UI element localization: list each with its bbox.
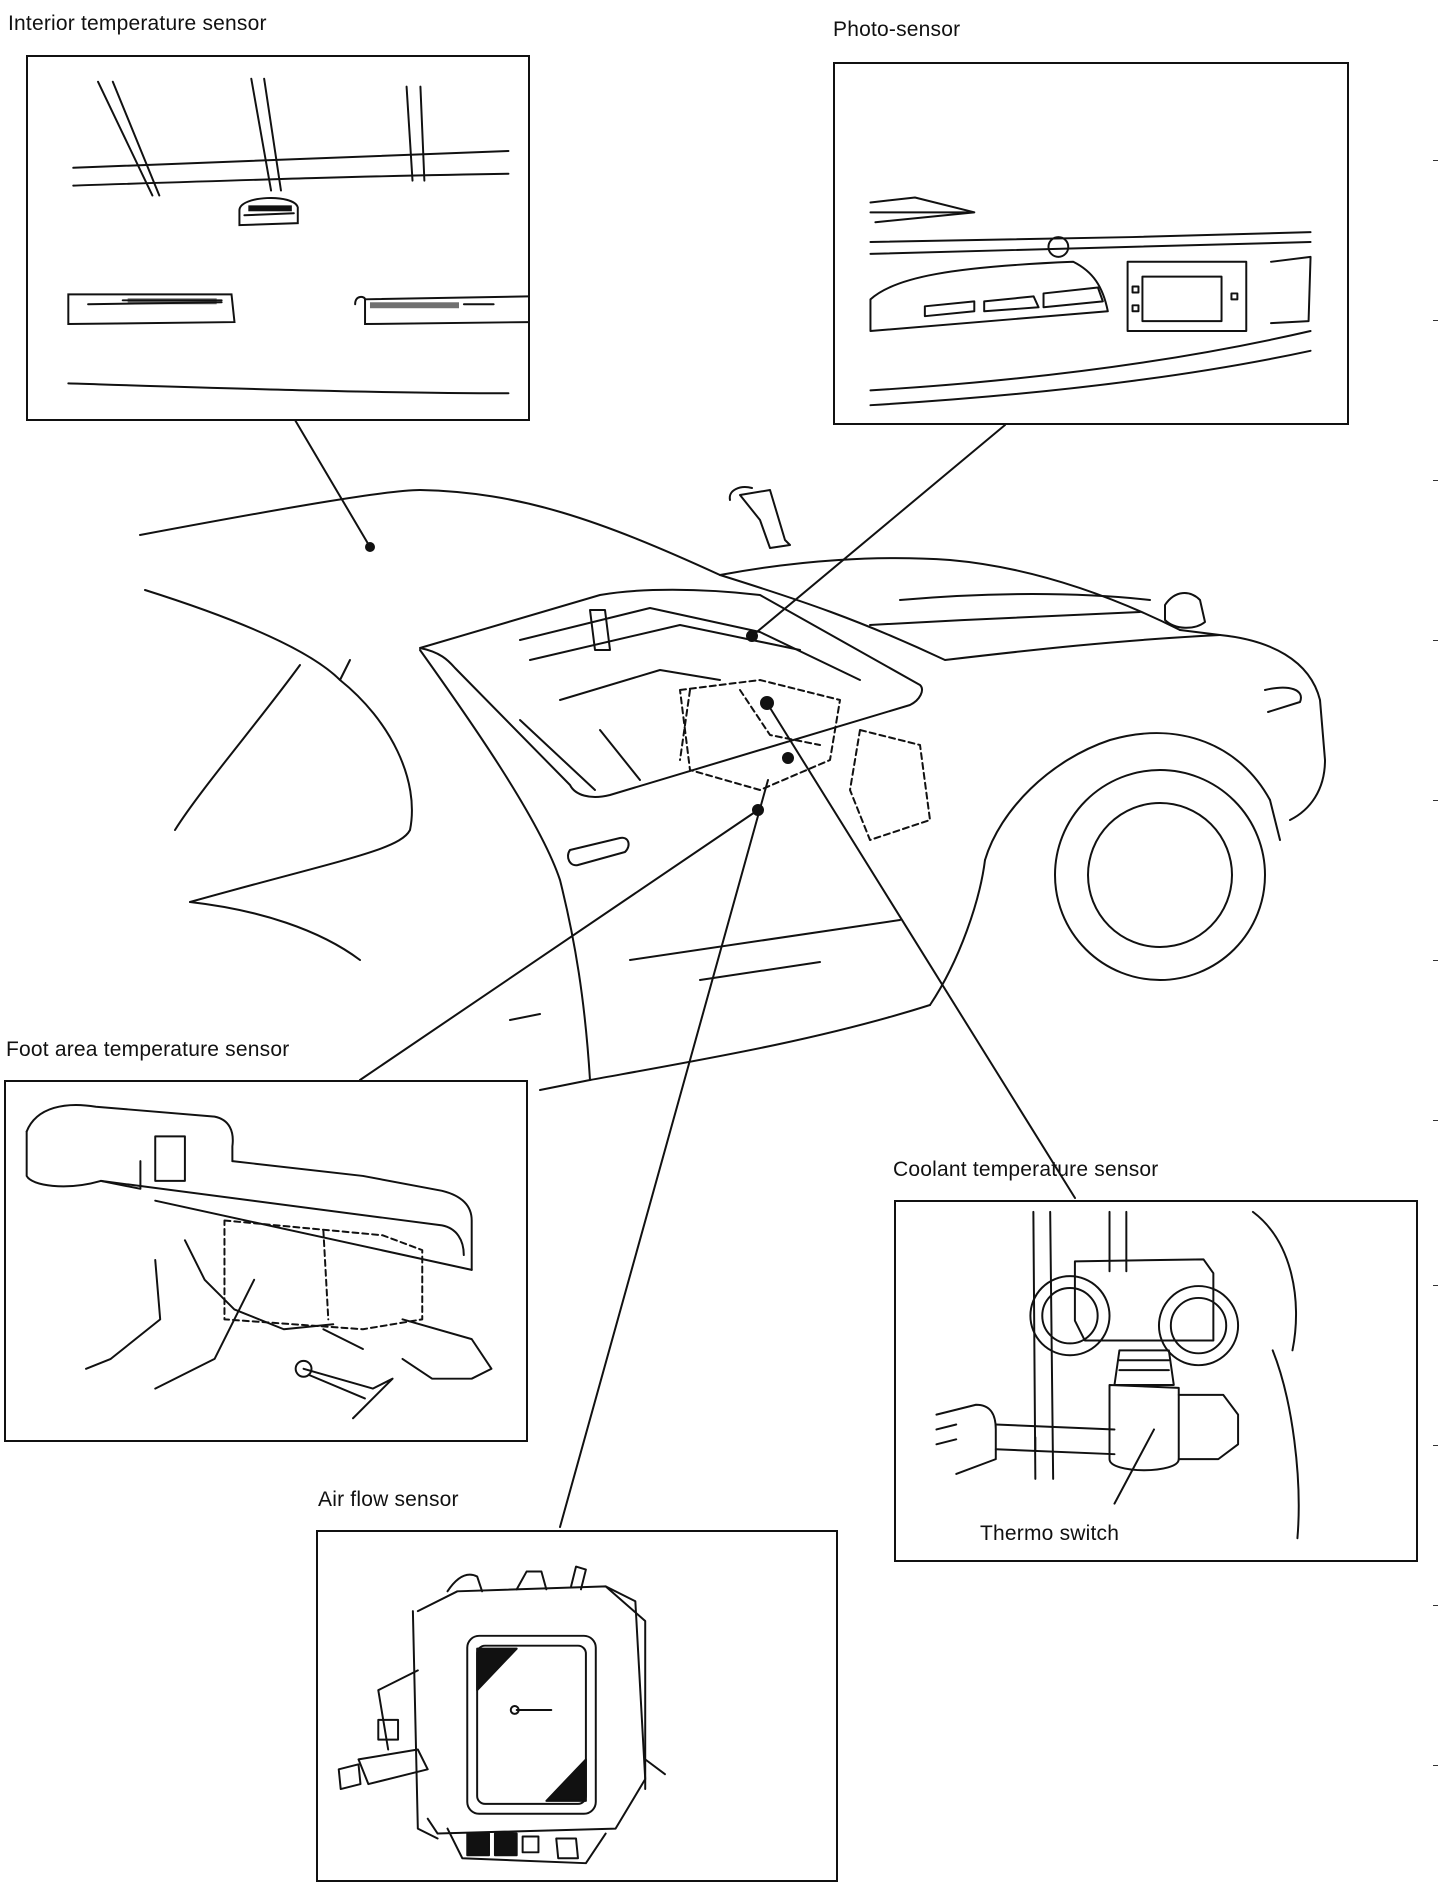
- edge-tick: [1433, 640, 1438, 641]
- thermo-switch-label: Thermo switch: [980, 1522, 1120, 1545]
- edge-tick: [1433, 800, 1438, 801]
- photo-sensor-label: Photo-sensor: [833, 18, 961, 41]
- interior-temperature-sensor-label: Interior temperature sensor: [8, 12, 267, 35]
- foot-sensor-icon: [294, 1359, 313, 1378]
- edge-tick: [1433, 160, 1438, 161]
- leader-interior: [294, 419, 371, 548]
- door-line: [419, 649, 591, 1081]
- air-flow-sensor-window: [476, 1644, 587, 1805]
- air-flow-sensor-panel: [316, 1530, 838, 1882]
- photo-sensor-drawing: [869, 196, 1312, 407]
- car-roof-line: [139, 489, 721, 576]
- interior-sensor-icon: [238, 197, 299, 227]
- quarter-window: [144, 589, 413, 903]
- coolant-sensor-drawing: [935, 1210, 1300, 1540]
- coolant-pipe-right: [1157, 1285, 1240, 1367]
- leader-photo: [751, 424, 1006, 637]
- front-wheel: [1054, 769, 1266, 981]
- wheel-arch: [984, 732, 1271, 861]
- side-mirror: [739, 489, 791, 549]
- car-hood-line: [719, 574, 1221, 661]
- photo-sensor-panel: [833, 62, 1349, 425]
- edge-tick: [1433, 480, 1438, 481]
- air-flow-sensor-label: Air flow sensor: [318, 1488, 459, 1511]
- coolant-pipe-left: [1029, 1275, 1111, 1357]
- leader-airflow: [559, 779, 769, 1528]
- leader-foot: [359, 809, 759, 1081]
- interior-sensor-drawing: [67, 77, 528, 395]
- coolant-temperature-sensor-panel: Thermo switch: [894, 1200, 1418, 1562]
- leader-coolant: [766, 702, 1076, 1199]
- edge-tick: [1433, 1445, 1438, 1446]
- interior-temperature-sensor-panel: [26, 55, 530, 421]
- edge-tick: [1433, 1285, 1438, 1286]
- air-flow-sensor-drawing: [337, 1565, 666, 1865]
- edge-tick: [1433, 320, 1438, 321]
- edge-tick: [1433, 960, 1438, 961]
- edge-tick: [1433, 1120, 1438, 1121]
- edge-tick: [1433, 1765, 1438, 1766]
- windshield: [419, 588, 923, 798]
- photo-sensor-icon: [1047, 236, 1070, 258]
- foot-area-sensor-drawing: [25, 1104, 493, 1420]
- foot-area-temperature-sensor-panel: [4, 1080, 528, 1442]
- edge-tick: [1433, 1605, 1438, 1606]
- thermo-switch-icon: [1108, 1383, 1180, 1472]
- coolant-temperature-sensor-label: Coolant temperature sensor: [893, 1158, 1159, 1181]
- foot-area-temperature-sensor-label: Foot area temperature sensor: [6, 1038, 290, 1061]
